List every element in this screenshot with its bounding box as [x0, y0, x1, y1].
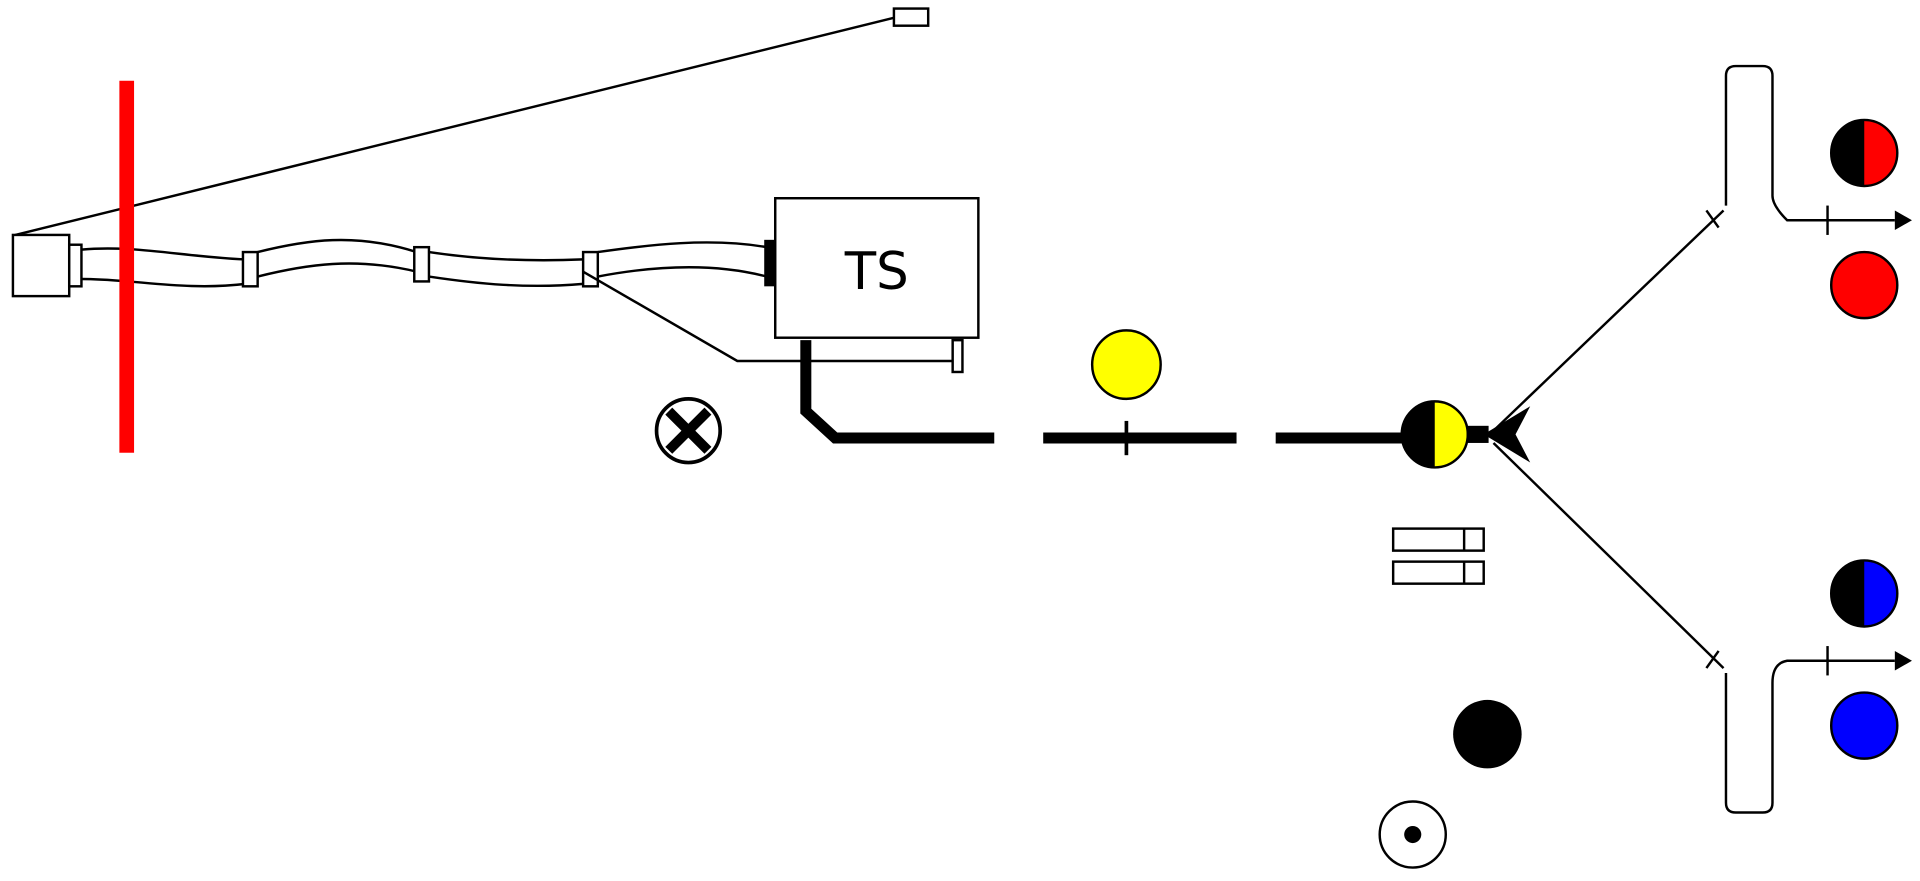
red-boundary-bar: [119, 80, 135, 453]
double-switch-icon[interactable]: [1391, 527, 1485, 585]
lower-branch-wire: [1492, 442, 1725, 669]
cable-segment-3-top: [428, 250, 584, 262]
half-yellow-circle-icon[interactable]: [1400, 400, 1470, 469]
half-red-circle-icon[interactable]: [1829, 118, 1899, 188]
coupler-2: [413, 245, 431, 283]
ts-sense-terminal: [951, 338, 964, 374]
black-circle-icon[interactable]: [1453, 699, 1522, 769]
lower-branch-stub[interactable]: [1724, 659, 1895, 814]
red-circle-icon[interactable]: [1829, 250, 1899, 320]
upper-output-arrowhead: [1894, 210, 1912, 231]
cable-segment-4-top: [597, 241, 767, 254]
circle-x-icon[interactable]: [654, 397, 723, 465]
coupler-1: [241, 250, 259, 288]
ts-unit-label: TS: [844, 242, 909, 302]
circle-dot-icon[interactable]: [1378, 800, 1447, 869]
ts-input-connector: [764, 239, 777, 287]
lower-branch-tick: [1705, 650, 1720, 669]
cable: [81, 238, 767, 288]
top-terminal[interactable]: [892, 7, 930, 27]
cable-segment-2-top: [257, 238, 418, 254]
half-blue-circle-icon[interactable]: [1829, 559, 1899, 628]
ts-sense-wire: [582, 270, 956, 363]
cable-segment-1-top: [81, 247, 246, 261]
cable-segment-3-bottom: [428, 275, 584, 288]
upper-branch-tick: [1705, 209, 1720, 229]
upper-branch-stub[interactable]: [1724, 64, 1895, 222]
ts-unit-box[interactable]: [774, 197, 980, 339]
top-wire: [15, 15, 897, 237]
junction-arrowheads: [1466, 406, 1531, 463]
cable-couplers: [241, 245, 600, 288]
cable-segment-1-bottom: [81, 277, 246, 288]
upper-branch-wire: [1492, 209, 1725, 432]
blue-circle-icon[interactable]: [1829, 691, 1899, 760]
coupler-3: [581, 250, 600, 288]
ts-output-line: [800, 340, 995, 444]
cable-segment-2-bottom: [257, 262, 418, 278]
left-unit-connector: [67, 243, 83, 288]
left-unit-box[interactable]: [11, 233, 71, 298]
yellow-circle-icon[interactable]: [1090, 329, 1162, 401]
cable-segment-4-bottom: [597, 266, 767, 278]
lower-output-arrowhead: [1894, 650, 1912, 671]
